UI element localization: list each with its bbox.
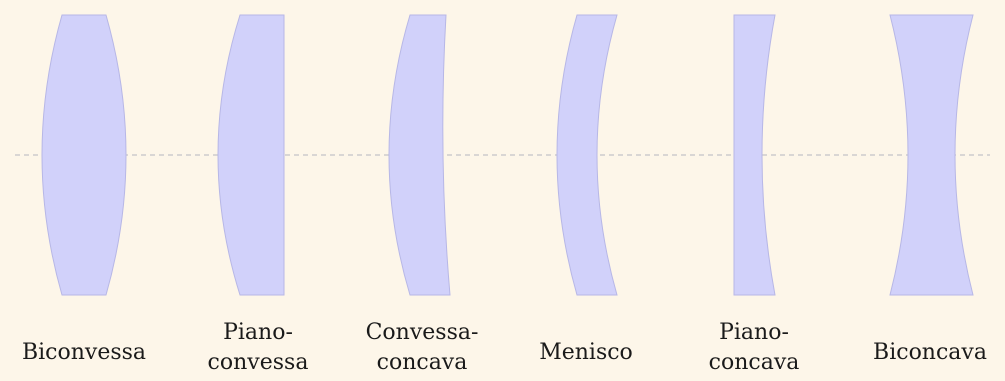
lens-biconcave-shape (889, 14, 974, 296)
lens-label-biconcave: Biconcava (873, 338, 987, 368)
lens-label-plano-convex: Piano- convessa (208, 318, 309, 378)
lens-label-line: Biconcava (873, 340, 987, 365)
lens-plano-convex-shape (217, 14, 285, 296)
lens-label-plano-concave: Piano- concava (709, 318, 800, 378)
lens-plano-concave-shape (733, 14, 776, 296)
lens-label-line: concava (708, 350, 800, 375)
lens-label-line: concava (376, 350, 468, 375)
lens-label-line: Biconvessa (21, 340, 147, 365)
lens-label-convex-concave: Convessa- concava (366, 318, 479, 378)
lens-meniscus-shape (556, 14, 618, 296)
lens-label-line: convessa (207, 350, 309, 375)
lens-label-biconvex: Biconvessa (22, 338, 146, 368)
lens-label-meniscus: Menisco (539, 338, 633, 368)
lens-convex-concave-shape (388, 14, 451, 296)
lens-biconvex-shape (41, 14, 127, 296)
lens-label-line: Piano- (223, 320, 293, 345)
lens-label-line: Menisco (539, 340, 633, 365)
lens-label-line: Convessa- (365, 320, 479, 345)
lens-label-line: Piano- (719, 320, 789, 345)
